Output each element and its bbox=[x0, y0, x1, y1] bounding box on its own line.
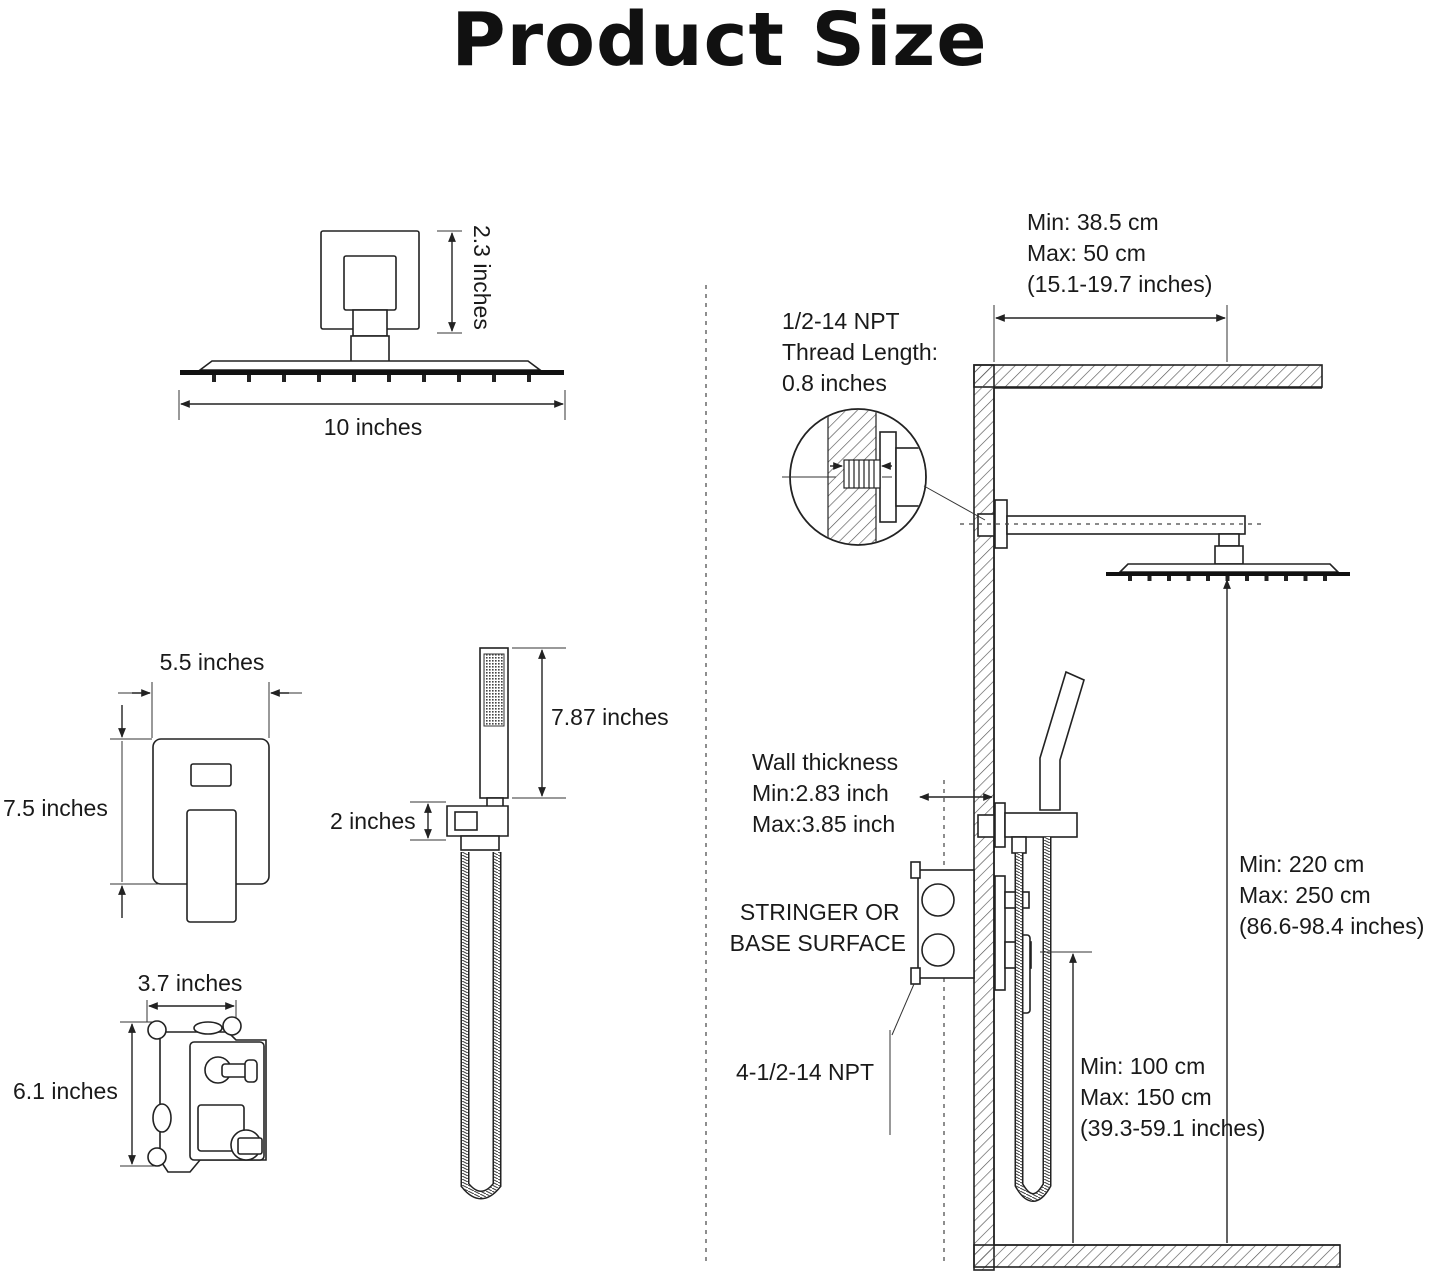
showerhead-width-label: 10 inches bbox=[324, 414, 422, 440]
valve-body-width-label: 3.7 inches bbox=[138, 970, 243, 996]
valve-body-height-label: 6.1 inches bbox=[13, 1078, 118, 1104]
handheld-drawing bbox=[410, 647, 566, 1200]
handheld-length-label: 7.87 inches bbox=[551, 704, 669, 730]
valve-height-label: Min: 100 cm Max: 150 cm (39.3-59.1 inche… bbox=[1080, 1053, 1265, 1141]
trim-plate-drawing bbox=[110, 682, 302, 923]
stringer-label: STRINGER OR BASE SURFACE bbox=[730, 899, 906, 956]
showerhead-drawing bbox=[178, 230, 566, 420]
valve-body-drawing bbox=[120, 1000, 267, 1173]
installation-drawing bbox=[782, 305, 1350, 1271]
showerhead-height-label: 2.3 inches bbox=[469, 225, 495, 330]
trim-plate-height-label: 7.5 inches bbox=[3, 795, 108, 821]
handheld-holder-label: 2 inches bbox=[330, 808, 416, 834]
trim-plate-width-label: 5.5 inches bbox=[160, 649, 265, 675]
wall-thickness-label: Wall thickness Min:2.83 inch Max:3.85 in… bbox=[752, 749, 905, 837]
head-height-label: Min: 220 cm Max: 250 cm (86.6-98.4 inche… bbox=[1239, 851, 1424, 939]
npt-label: 4-1/2-14 NPT bbox=[736, 1059, 874, 1085]
arm-reach-label: Min: 38.5 cm Max: 50 cm (15.1-19.7 inche… bbox=[1027, 209, 1212, 297]
thread-label: 1/2-14 NPT Thread Length: 0.8 inches bbox=[782, 308, 944, 396]
page-title: Product Size bbox=[451, 0, 988, 83]
